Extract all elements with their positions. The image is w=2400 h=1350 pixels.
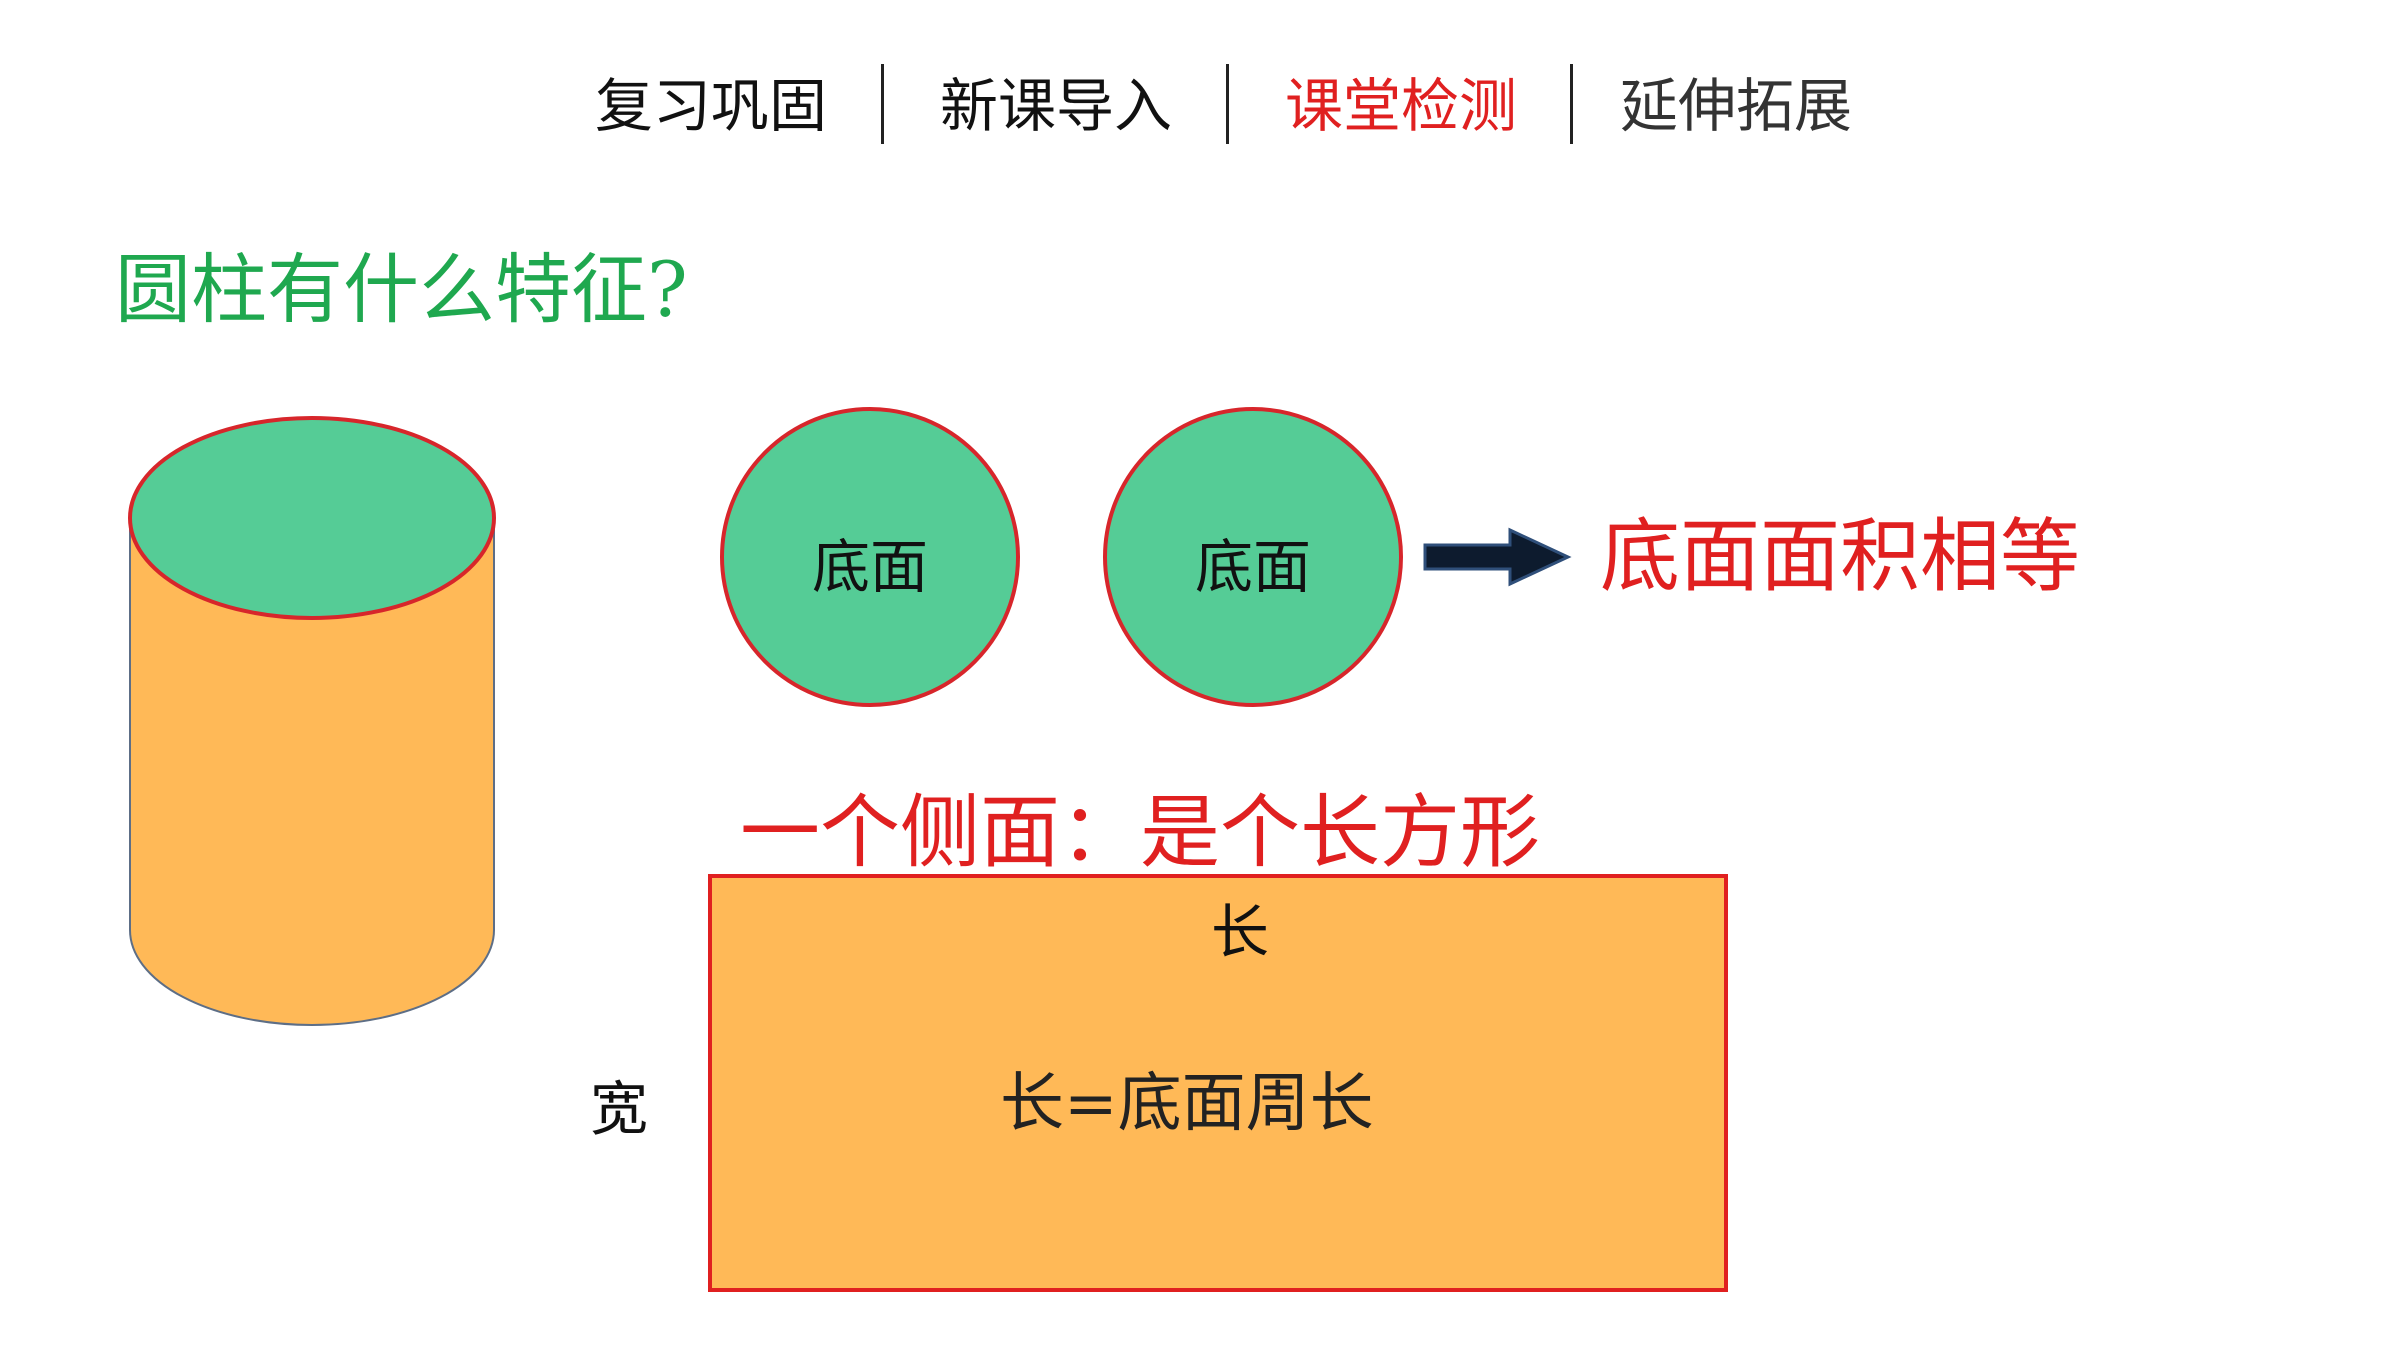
base-conclusion: 底面面积相等	[1600, 510, 2080, 603]
tab-extension[interactable]: 延伸拓展	[1620, 74, 1853, 139]
base-circle-right	[1103, 407, 1403, 707]
tab-class-test[interactable]: 课堂检测	[1285, 74, 1518, 139]
nav-divider	[1226, 64, 1229, 144]
tab-review[interactable]: 复习巩固	[595, 74, 828, 139]
cylinder-top	[128, 416, 496, 620]
length-label: 长	[1210, 900, 1269, 965]
arrow-icon	[1423, 527, 1572, 587]
question-heading: 圆柱有什么特征?	[115, 245, 688, 334]
cylinder-side	[129, 519, 495, 1026]
width-label: 宽	[590, 1077, 649, 1142]
lateral-rectangle	[708, 874, 1728, 1292]
tab-new-lesson[interactable]: 新课导入	[940, 74, 1173, 139]
length-formula: 长=底面周长	[1000, 1067, 1374, 1141]
lateral-title: 一个侧面：是个长方形	[740, 786, 1540, 879]
nav-divider	[1570, 64, 1573, 144]
top-nav: 复习巩固 新课导入 课堂检测 延伸拓展	[0, 62, 2400, 152]
base-label-left: 底面	[811, 535, 928, 600]
base-label-right: 底面	[1194, 535, 1311, 600]
nav-divider	[881, 64, 884, 144]
base-circle-left	[720, 407, 1020, 707]
